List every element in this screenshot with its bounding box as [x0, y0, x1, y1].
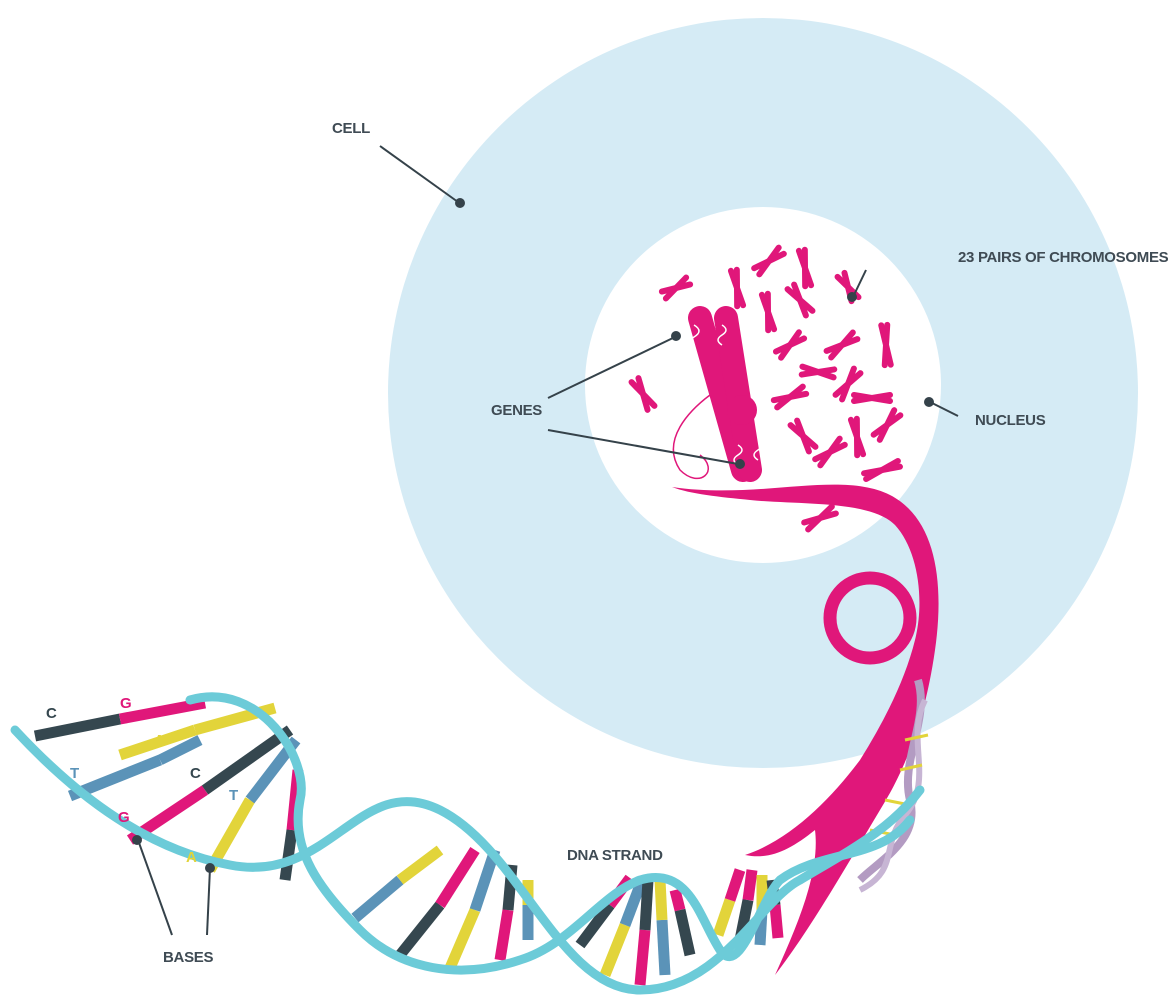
base-letter-a: A [186, 849, 197, 866]
label-bases: BASES [163, 949, 213, 966]
base-letter-t: T [70, 765, 79, 782]
label-cell: CELL [332, 120, 370, 137]
base-letter-g: G [120, 695, 132, 712]
base-letter-a: A [154, 732, 165, 749]
label-dna-strand: DNA STRAND [567, 847, 663, 864]
chromosome [854, 395, 890, 401]
label-chromosomes: 23 PAIRS OF CHROMOSOMES [958, 249, 1169, 266]
label-genes: GENES [491, 402, 542, 419]
label-nucleus: NUCLEUS [975, 412, 1046, 429]
base-letter-t: T [229, 787, 238, 804]
base-letter-c: C [190, 765, 201, 782]
base-letter-g: G [118, 809, 130, 826]
base-letter-c: C [46, 705, 57, 722]
